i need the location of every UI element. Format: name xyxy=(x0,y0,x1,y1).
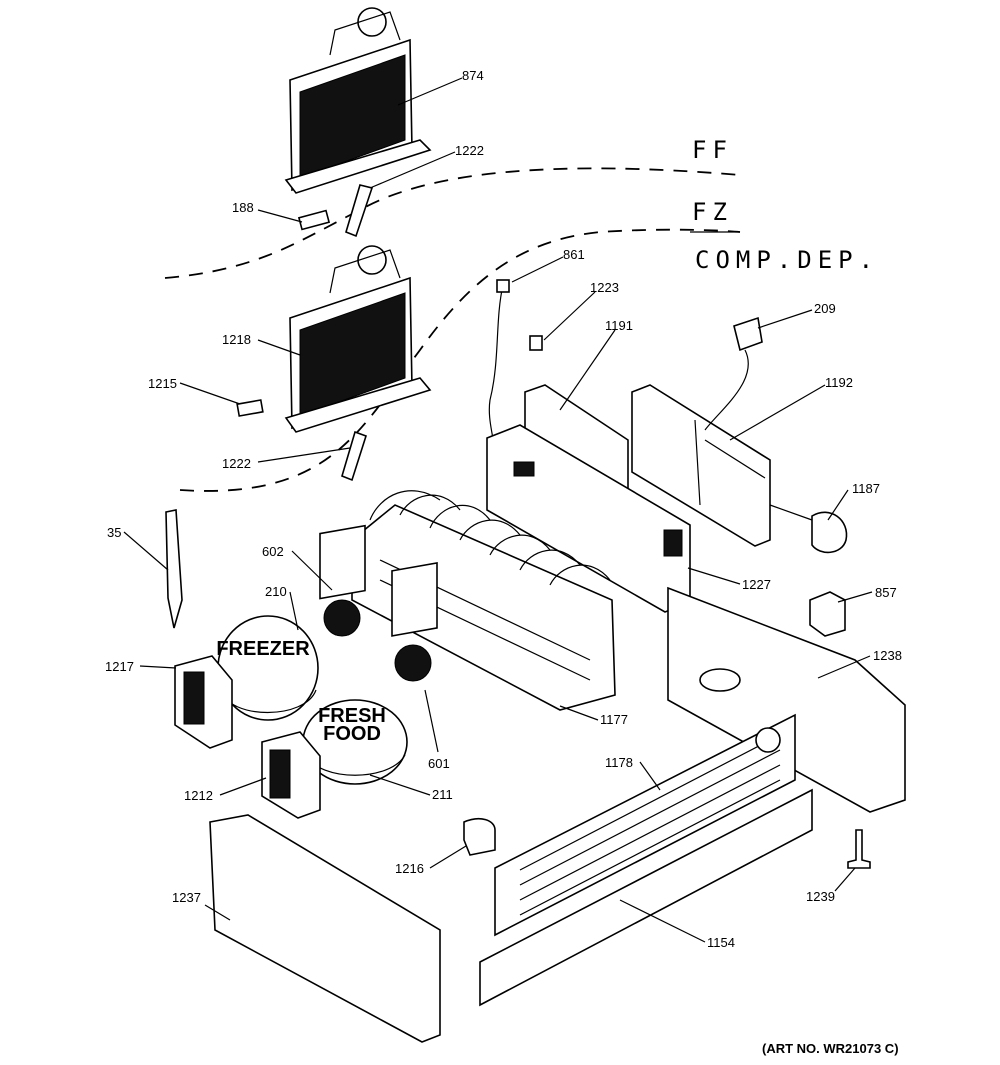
grille-1178-hole xyxy=(755,727,781,753)
callout-1187: 1187 xyxy=(852,481,880,496)
zone-ff-label: FF xyxy=(692,136,733,164)
sensor-wire-861 xyxy=(488,284,504,441)
callout-209: 209 xyxy=(814,301,836,316)
panel-1238-opening xyxy=(699,668,741,692)
callout-1223: 1223 xyxy=(590,280,619,295)
callout-601: 601 xyxy=(428,756,450,771)
callout-602: 602 xyxy=(262,544,284,559)
callout-1222-upper: 1222 xyxy=(455,143,484,158)
evaporator-ff[interactable] xyxy=(284,7,432,194)
callout-1217: 1217 xyxy=(105,659,134,674)
callout-1238: 1238 xyxy=(873,648,902,663)
base-1154[interactable] xyxy=(479,788,813,1007)
art-number: (ART NO. WR21073 C) xyxy=(762,1041,899,1056)
compressor-food-stamp: FOOD xyxy=(323,723,381,745)
connector-1187 xyxy=(811,511,848,554)
cover-1237[interactable] xyxy=(209,814,441,1043)
leader-lines xyxy=(123,77,873,943)
grille-1178[interactable] xyxy=(494,713,796,937)
callout-874: 874 xyxy=(462,68,484,83)
callout-1192: 1192 xyxy=(825,375,853,390)
block-1216 xyxy=(463,818,496,856)
sensor-1215 xyxy=(236,399,264,417)
callout-857: 857 xyxy=(875,585,897,600)
zone-divider-ff xyxy=(164,167,741,279)
compressor-freezer-stamp: FREEZER xyxy=(216,638,310,660)
valve-857 xyxy=(809,591,846,637)
board-chip-2 xyxy=(663,529,683,557)
callout-211: 211 xyxy=(432,787,453,802)
zone-fz-label: FZ xyxy=(692,198,733,226)
switch-209 xyxy=(733,316,763,352)
callout-1222-lower: 1222 xyxy=(222,456,251,471)
callout-1218: 1218 xyxy=(222,332,251,347)
zone-divider-fz xyxy=(179,228,741,492)
callout-210: 210 xyxy=(265,584,287,599)
callout-1216: 1216 xyxy=(395,861,424,876)
clip-1223 xyxy=(529,335,543,351)
callout-1177: 1177 xyxy=(600,712,628,727)
evaporator-fz[interactable] xyxy=(284,245,432,433)
callout-188: 188 xyxy=(232,200,254,215)
compressor-freezer-210[interactable] xyxy=(217,615,319,721)
fan-602[interactable] xyxy=(319,524,366,637)
callout-1237: 1237 xyxy=(172,890,201,905)
callout-1154: 1154 xyxy=(707,935,735,950)
zone-comp-label: COMP.DEP. xyxy=(695,246,879,274)
compressor-fresh-stamp: FRESH xyxy=(318,705,386,727)
board-chip-1 xyxy=(513,461,535,477)
board-1192[interactable] xyxy=(631,384,771,547)
callout-861: 861 xyxy=(563,247,585,262)
callout-1227: 1227 xyxy=(742,577,771,592)
callout-35: 35 xyxy=(107,525,121,540)
gasket-1222-lower xyxy=(341,430,367,482)
relay-1217-slot xyxy=(183,671,205,725)
sensor-861-head xyxy=(496,279,510,293)
fan-601[interactable] xyxy=(391,562,438,682)
relay-1212-slot xyxy=(269,749,291,799)
callout-1212: 1212 xyxy=(184,788,213,803)
callout-1191: 1191 xyxy=(605,318,633,333)
panel-1238[interactable] xyxy=(667,586,906,813)
leveling-leg-1239 xyxy=(847,829,871,869)
gasket-1222-upper xyxy=(345,184,374,238)
callout-1178: 1178 xyxy=(605,755,633,770)
sensor-188 xyxy=(297,209,331,231)
callout-1239: 1239 xyxy=(806,889,835,904)
callout-1215: 1215 xyxy=(148,376,177,391)
thermostat-35 xyxy=(165,509,183,629)
